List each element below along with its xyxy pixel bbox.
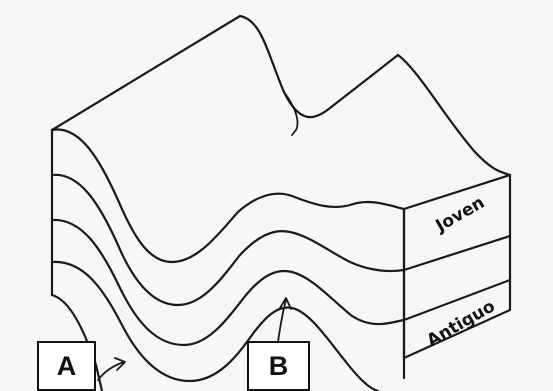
right-face-layer-line-1 bbox=[402, 234, 512, 272]
arrow-b-shaft bbox=[277, 299, 287, 343]
stratum-line-1 bbox=[50, 173, 406, 307]
arrow-a-head bbox=[114, 357, 126, 371]
arrow-b-head bbox=[279, 297, 292, 310]
layer-label-old: Antiguo bbox=[424, 296, 499, 351]
layer-label-young: Joven bbox=[432, 193, 489, 237]
top-surface-right-edge bbox=[396, 53, 512, 177]
top-surface-front-edge bbox=[50, 128, 406, 264]
top-surface-back-edge bbox=[50, 14, 400, 132]
right-face-layer-line-2 bbox=[402, 278, 512, 322]
crest-ridge-line bbox=[283, 91, 299, 136]
callout-box-a: A bbox=[37, 341, 96, 391]
stratum-line-3 bbox=[50, 260, 380, 391]
callout-box-b: B bbox=[247, 341, 310, 391]
arrow-a-shaft bbox=[97, 361, 125, 381]
stratum-line-2 bbox=[50, 218, 406, 347]
